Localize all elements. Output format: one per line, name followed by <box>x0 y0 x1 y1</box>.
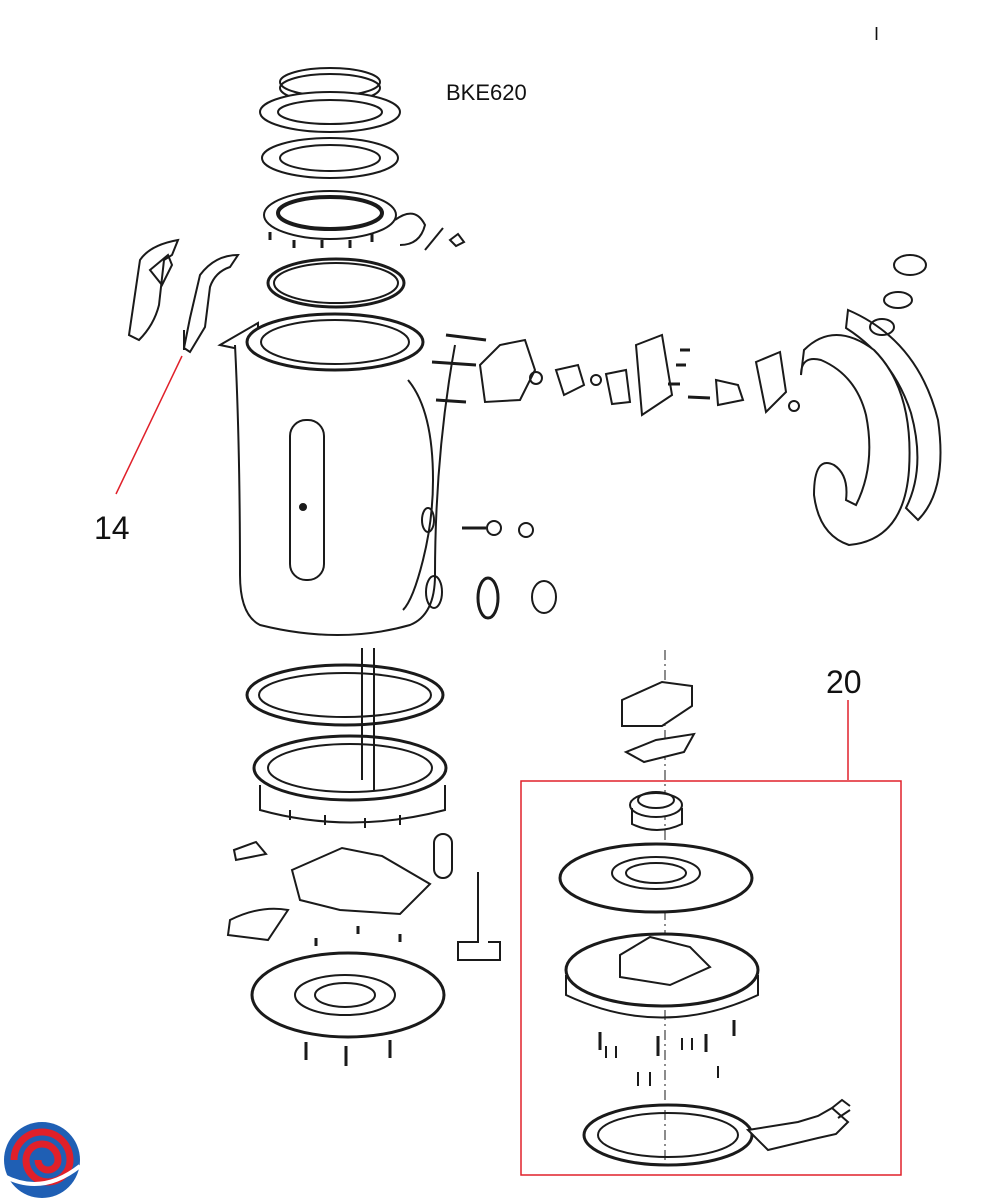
base-assembly <box>226 833 501 1066</box>
part-14-leader <box>115 355 183 495</box>
handle-trigger-parts <box>127 238 240 354</box>
callout-14: 14 <box>94 510 130 546</box>
switch-assembly-row <box>431 333 800 417</box>
base-rings <box>245 663 448 828</box>
small-parts <box>462 520 557 620</box>
callout-20: 20 <box>826 664 862 700</box>
kettle-body <box>217 312 456 790</box>
power-base-assembly <box>558 650 851 1170</box>
page-marker: I <box>874 24 880 44</box>
part-20-leader <box>520 700 902 1176</box>
handle-cover <box>800 254 942 547</box>
model-title: BKE620 <box>446 80 527 105</box>
swirl-logo-icon <box>3 1122 82 1198</box>
lid-stack <box>259 67 466 309</box>
